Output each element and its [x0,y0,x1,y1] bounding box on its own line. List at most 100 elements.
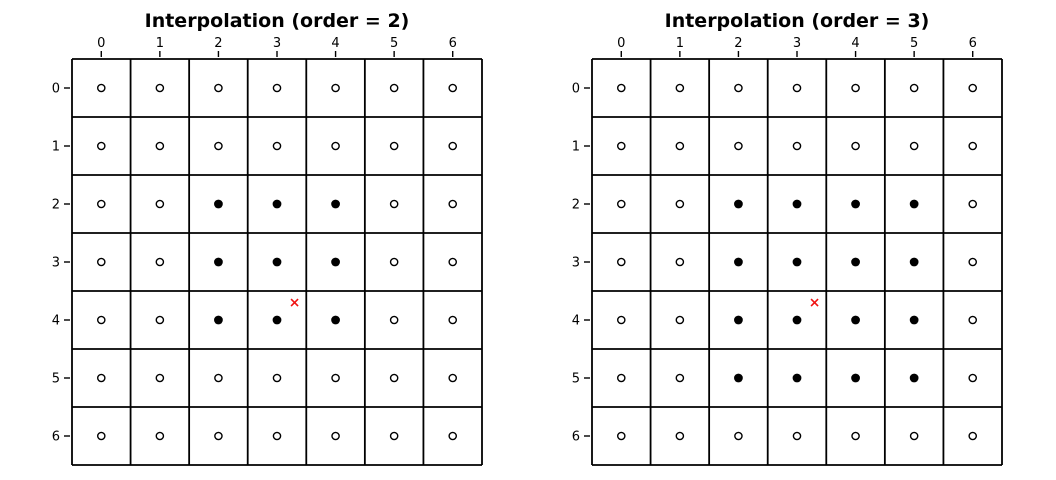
axis-ticks [64,51,454,437]
open-circle-marker [155,83,165,93]
x-tick-label: 4 [851,36,859,51]
x-tick-label: 5 [390,36,398,51]
chart-title-order-2: Interpolation (order = 2) [145,10,410,32]
open-circle-marker [616,431,626,441]
y-tick-label: 1 [52,140,60,155]
open-circle-marker [155,141,165,151]
y-tick-label: 0 [572,82,580,97]
open-circle-marker [968,373,978,383]
open-circle-marker [214,373,223,383]
open-circle-marker [675,83,685,93]
filled-dot-marker [734,373,743,383]
open-circle-marker [616,373,626,383]
x-tick-label: 0 [97,36,105,51]
open-circle-marker [389,83,399,93]
x-tick-label: 2 [214,36,222,51]
open-circle-marker [155,199,165,209]
y-tick-label: 2 [52,198,60,213]
open-circle-marker [675,315,685,325]
y-tick-label: 1 [572,140,580,155]
open-circle-marker [331,83,340,93]
open-circle-marker [272,141,282,151]
open-circle-marker [448,315,458,325]
filled-dot-marker [792,199,802,209]
filled-dot-marker [272,257,282,267]
open-circle-marker [968,257,978,267]
open-circle-marker [616,257,626,267]
y-tick-label: 3 [52,256,60,271]
open-circle-marker [734,431,743,441]
cell-markers [96,83,458,441]
x-tick-label: 4 [331,36,339,51]
open-circle-marker [96,431,106,441]
open-circle-marker [675,199,685,209]
y-tick-label: 0 [52,82,60,97]
open-circle-marker [155,431,165,441]
open-circle-marker [96,141,106,151]
open-circle-marker [389,141,399,151]
open-circle-marker [96,83,106,93]
x-tick-label: 3 [273,36,281,51]
open-circle-marker [909,431,919,441]
open-circle-marker [96,199,106,209]
x-tick-label: 6 [969,36,977,51]
open-circle-marker [272,431,282,441]
open-circle-marker [909,141,919,151]
open-circle-marker [851,431,860,441]
open-circle-marker [96,315,106,325]
open-circle-marker [792,431,802,441]
open-circle-marker [616,199,626,209]
open-circle-marker [448,431,458,441]
open-circle-marker [792,83,802,93]
filled-dot-marker [851,315,860,325]
open-circle-marker [968,315,978,325]
open-circle-marker [272,83,282,93]
open-circle-marker [155,257,165,267]
x-tick-label: 2 [734,36,742,51]
filled-dot-marker [909,199,919,209]
open-circle-marker [448,257,458,267]
y-tick-label: 2 [572,198,580,213]
x-tick-label: 5 [910,36,918,51]
filled-dot-marker [851,257,860,267]
filled-dot-marker [792,373,802,383]
open-circle-marker [96,373,106,383]
open-circle-marker [448,83,458,93]
open-circle-marker [968,141,978,151]
filled-dot-marker [214,315,223,325]
filled-dot-marker [734,199,743,209]
open-circle-marker [675,141,685,151]
open-circle-marker [968,83,978,93]
open-circle-marker [616,315,626,325]
filled-dot-marker [214,257,223,267]
open-circle-marker [851,141,860,151]
open-circle-marker [389,257,399,267]
filled-dot-marker [909,257,919,267]
filled-dot-marker [851,373,860,383]
open-circle-marker [968,431,978,441]
open-circle-marker [792,141,802,151]
y-tick-label: 5 [52,372,60,387]
open-circle-marker [448,141,458,151]
open-circle-marker [389,431,399,441]
open-circle-marker [214,83,223,93]
cross-marker [810,298,819,307]
open-circle-marker [909,83,919,93]
open-circle-marker [734,141,743,151]
open-circle-marker [272,373,282,383]
open-circle-marker [851,83,860,93]
x-tick-label: 3 [793,36,801,51]
open-circle-marker [214,141,223,151]
open-circle-marker [155,373,165,383]
open-circle-marker [734,83,743,93]
filled-dot-marker [214,199,223,209]
chart-title-order-3: Interpolation (order = 3) [665,10,930,32]
filled-dot-marker [792,315,802,325]
y-tick-label: 6 [572,430,580,445]
y-tick-label: 5 [572,372,580,387]
axis-ticks [584,51,974,437]
filled-dot-marker [331,257,340,267]
